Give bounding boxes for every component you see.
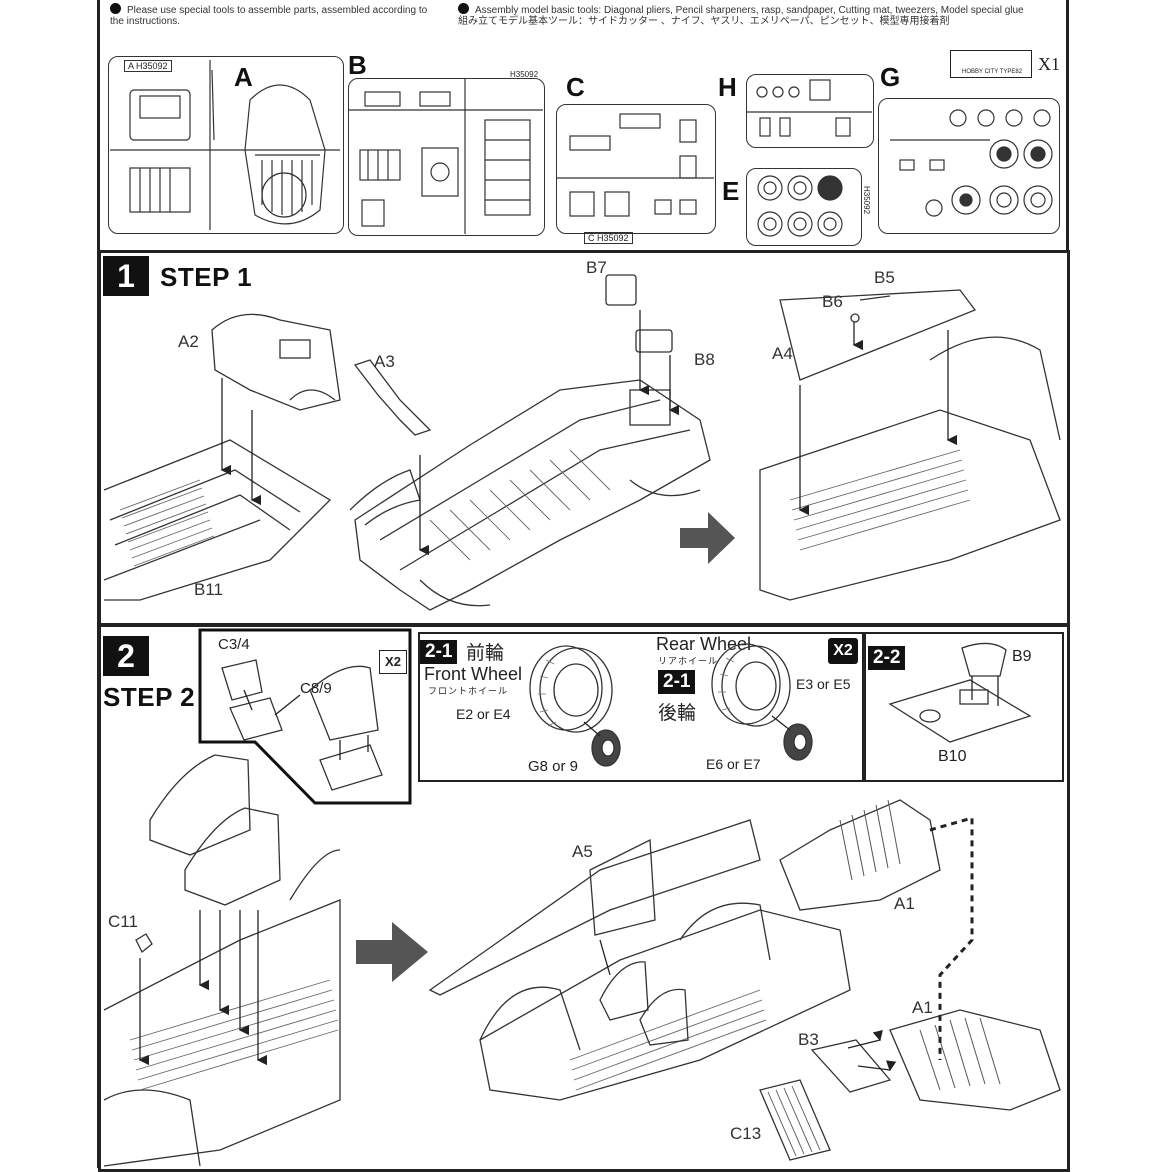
- substep-2-2-box: [862, 632, 1064, 782]
- rear-wheel-en: Rear Wheel: [656, 634, 752, 654]
- part-label-b7: B7: [586, 258, 607, 277]
- rear-substep-badge: 2-1: [658, 670, 696, 694]
- front-wheel-en: Front Wheel: [424, 664, 523, 684]
- part-label-a1-bottom: A1: [912, 998, 933, 1017]
- sprue-e-frame: [746, 168, 862, 246]
- substep-2-1-badge: 2-1: [420, 640, 458, 664]
- step1-title: STEP 1: [160, 262, 253, 292]
- tools-note: Assembly model basic tools: Diagonal pli…: [458, 3, 1024, 27]
- part-label-b9: B9: [1012, 648, 1032, 665]
- part-label-b5: B5: [874, 268, 895, 287]
- sprue-c-frame: [556, 104, 716, 234]
- rear-wheel-jp: 後輪: [658, 703, 697, 724]
- substep-2-1-box: [418, 632, 866, 782]
- part-label-a5: A5: [572, 842, 593, 861]
- inset-label-c34: C3/4: [218, 636, 250, 653]
- part-label-a2: A2: [178, 332, 199, 351]
- sprue-a-code: A H35092: [124, 60, 172, 72]
- rear-tire-label: E3 or E5: [796, 676, 851, 692]
- part-label-b3: B3: [798, 1030, 819, 1049]
- sprue-a-letter: A: [234, 62, 253, 92]
- sprue-g-letter: G: [880, 62, 901, 92]
- step1-number-badge: 1: [103, 256, 149, 296]
- part-label-b10: B10: [938, 748, 967, 765]
- sprue-e-letter: E: [722, 176, 740, 206]
- part-label-c13: C13: [730, 1124, 762, 1143]
- sprue-h-letter: H: [718, 72, 737, 102]
- sprues-illustration: [110, 60, 1053, 237]
- front-wheel-kana: フロントホイール: [428, 686, 509, 696]
- part-label-c11: C11: [108, 912, 138, 931]
- sprue-c-letter: C: [566, 72, 585, 102]
- sprue-b-id: H35092: [510, 70, 539, 79]
- part-label-b8: B8: [694, 350, 715, 369]
- rear-wheel-count-badge: X2: [828, 638, 858, 664]
- part-label-b11: B11: [194, 580, 223, 599]
- bullet-icon: [458, 3, 469, 14]
- decal-count: X1: [1038, 54, 1060, 74]
- part-label-a3: A3: [374, 352, 395, 371]
- sprue-c-code: C H35092: [584, 232, 633, 244]
- sprue-a-frame: [108, 56, 344, 234]
- front-tire-label: E2 or E4: [456, 706, 511, 722]
- sprue-e-id: H35092: [862, 186, 871, 215]
- step2-number-badge: 2: [103, 636, 149, 676]
- decal-sheet: [950, 50, 1032, 78]
- assembly-note: Please use special tools to assemble par…: [110, 3, 428, 27]
- part-label-a4: A4: [772, 344, 793, 363]
- substep-2-2-badge: 2-2: [868, 646, 906, 670]
- inset-label-c89: C8/9: [300, 680, 332, 697]
- inset-count-box: X2: [379, 650, 407, 674]
- decal-caption: HOBBY CITY TYPE82: [962, 69, 1023, 75]
- rear-wheel-kana: リアホイール: [658, 656, 719, 666]
- bullet-icon: [110, 3, 121, 14]
- front-hub-label: G8 or 9: [528, 758, 579, 775]
- front-wheel-jp: 前輪: [466, 643, 505, 664]
- step2-title: STEP 2: [103, 682, 196, 712]
- sprue-b-frame: [348, 78, 545, 236]
- part-label-b6: B6: [822, 292, 843, 311]
- part-label-a1-top: A1: [894, 894, 915, 913]
- rear-hub-label: E6 or E7: [706, 756, 761, 772]
- sprue-b-letter: B: [348, 50, 367, 80]
